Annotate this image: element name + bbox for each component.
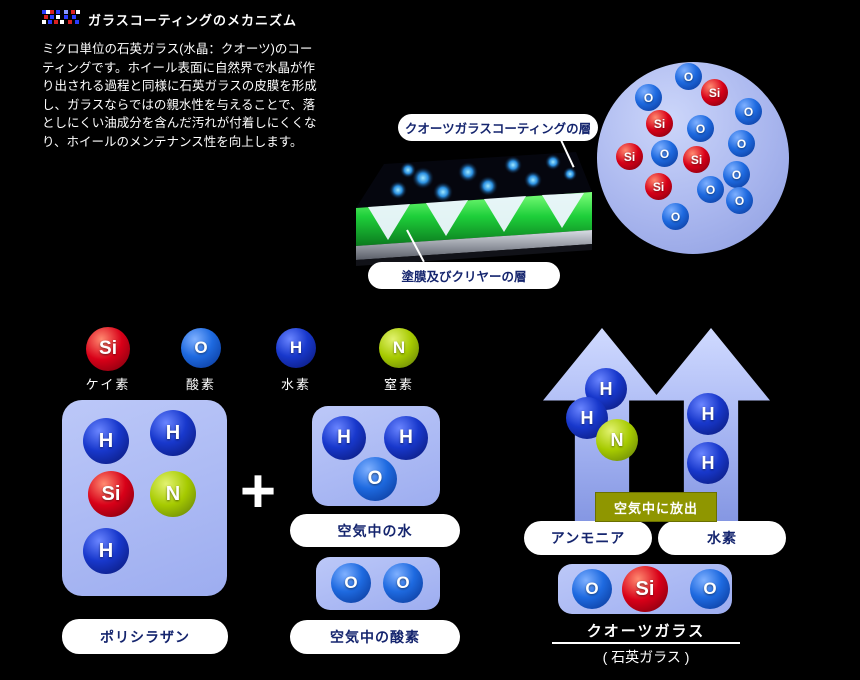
- intro-line: り出される過程と同様に石英ガラスの皮膜を形成: [42, 79, 317, 93]
- legend-hydrogen-ball: H: [276, 328, 316, 368]
- atom-ball: O: [726, 187, 753, 214]
- intro-line: ティングです。ホイール表面に自然界で水晶が作: [42, 60, 316, 75]
- intro-line: ミクロ単位の石英ガラス(水晶：クオーツ)のコー: [42, 42, 313, 56]
- polysilazane-panel: H H Si N H: [62, 400, 227, 596]
- atom-ball: Si: [616, 143, 643, 170]
- water-panel: H H O: [312, 406, 440, 506]
- atom-ball: O: [675, 63, 702, 90]
- atom-ball: O: [687, 115, 714, 142]
- coating-layer-label: クオーツガラスコーティングの層: [398, 114, 598, 141]
- quartz-glass-divider: [552, 642, 740, 644]
- atom-ball: O: [383, 563, 423, 603]
- atom-ball: N: [150, 471, 196, 517]
- intro-text: ミクロ単位の石英ガラス(水晶：クオーツ)のコー ティングです。ホイール表面に自然…: [42, 40, 372, 151]
- atom-ball: O: [697, 176, 724, 203]
- clearcoat-layer-label: 塗膜及びクリヤーの層: [368, 262, 560, 289]
- atom-ball: H: [687, 393, 729, 435]
- polysilazane-caption: ポリシラザン: [62, 619, 228, 654]
- oxygen-panel: O O: [316, 557, 440, 610]
- atom-ball: N: [596, 419, 638, 461]
- atom-ball: H: [83, 528, 129, 574]
- atom-ball: H: [83, 418, 129, 464]
- legend-silicon-ball: Si: [86, 327, 130, 371]
- legend-hydrogen-name: 水素: [280, 377, 311, 392]
- quartz-molecule-circle: O O Si O Si O O Si O Si O Si O O O: [597, 62, 789, 254]
- quartz-glass-subtitle: ( 石英ガラス ): [602, 649, 690, 665]
- atom-ball: O: [572, 569, 612, 609]
- legend-nitrogen-ball: N: [379, 328, 419, 368]
- atom-ball: O: [690, 569, 730, 609]
- atom-ball: O: [353, 457, 397, 501]
- intro-line: り、ホイールのメンテナンス性を向上します。: [42, 134, 303, 149]
- quartz-glass-panel: O Si O: [558, 564, 732, 614]
- legend-silicon-name: ケイ素: [85, 377, 131, 392]
- atom-ball: O: [331, 563, 371, 603]
- atom-ball: Si: [683, 146, 710, 173]
- legend-nitrogen-name: 窒素: [383, 377, 414, 392]
- legend-oxygen-ball: O: [181, 328, 221, 368]
- page-title: ガラスコーティングのメカニズム: [88, 13, 297, 28]
- pixel-logo-icon: [42, 10, 80, 24]
- atom-ball: Si: [701, 79, 728, 106]
- atom-ball: O: [728, 130, 755, 157]
- atom-ball: H: [687, 442, 729, 484]
- legend-oxygen-name: 酸素: [185, 377, 216, 392]
- quartz-glass-title: クオーツガラス: [586, 623, 706, 640]
- hydrogen-caption: 水素: [658, 521, 786, 555]
- atom-ball: H: [384, 416, 428, 460]
- atom-ball: Si: [645, 173, 672, 200]
- atom-ball: O: [735, 98, 762, 125]
- atom-ball: O: [662, 203, 689, 230]
- atom-ball: H: [150, 410, 196, 456]
- atom-ball: O: [635, 84, 662, 111]
- ammonia-caption: アンモニア: [524, 521, 652, 555]
- intro-line: としにくい油成分を含んだ汚れが付着しにくくな: [42, 116, 317, 130]
- coated-surface-illustration: [356, 152, 592, 266]
- water-caption: 空気中の水: [290, 514, 460, 547]
- atom-ball: H: [322, 416, 366, 460]
- release-to-air-label: 空気中に放出: [595, 492, 717, 522]
- atom-ball: Si: [646, 110, 673, 137]
- oxygen-caption: 空気中の酸素: [290, 620, 460, 654]
- atom-ball: O: [651, 140, 678, 167]
- intro-line: し、ガラスならではの親水性を与えることで、落: [42, 97, 316, 112]
- atom-ball: O: [723, 161, 750, 188]
- plus-sign: +: [239, 457, 277, 526]
- atom-ball: Si: [88, 471, 134, 517]
- atom-ball: Si: [622, 566, 668, 612]
